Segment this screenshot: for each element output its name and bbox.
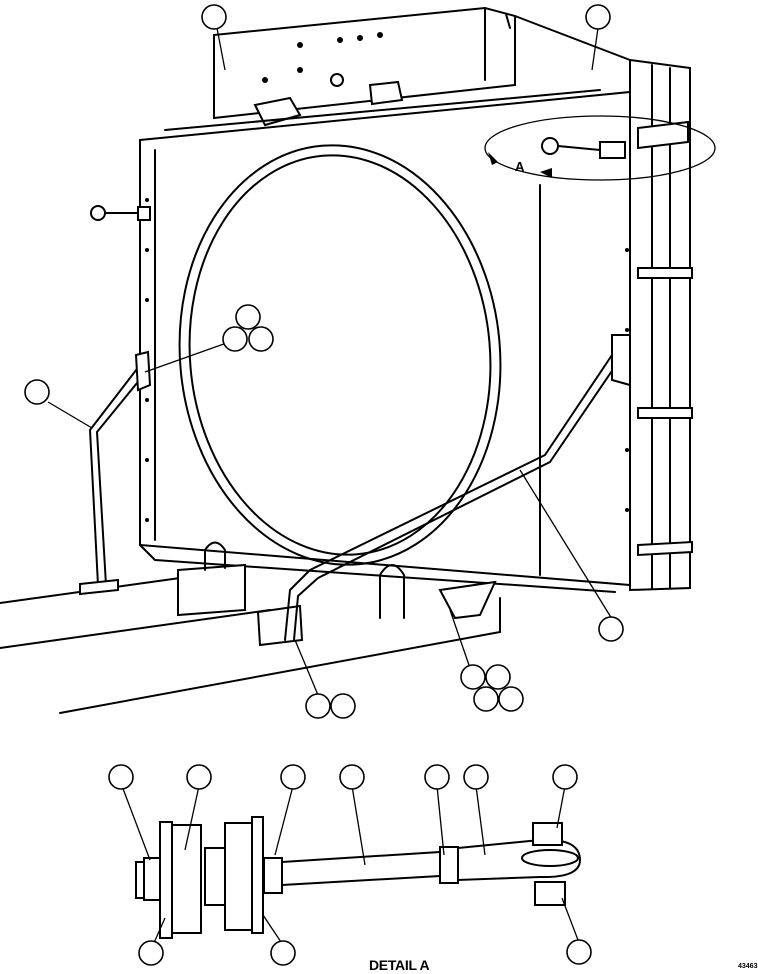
detail-a-title: DETAIL A: [369, 957, 430, 973]
left-rod-end: [90, 205, 151, 221]
callout-bubbles-main: [24, 4, 624, 719]
callout-bubbles-detail: [108, 764, 592, 966]
leader-lines-detail: [121, 785, 579, 946]
view-a-indicator: [484, 115, 716, 181]
radiator-core: [139, 58, 693, 593]
figure-number: 43463: [738, 963, 758, 970]
top-tank: [213, 6, 631, 127]
fan-shroud-ring: [178, 144, 502, 566]
detail-a-drawing: [135, 816, 582, 939]
right-support-rod: [284, 334, 631, 641]
lower-mounts: [177, 541, 497, 647]
left-support-rod: [79, 350, 152, 596]
view-a-marker: A: [515, 159, 525, 174]
frame-rails: [0, 577, 501, 714]
leader-lines-main: [47, 27, 613, 696]
